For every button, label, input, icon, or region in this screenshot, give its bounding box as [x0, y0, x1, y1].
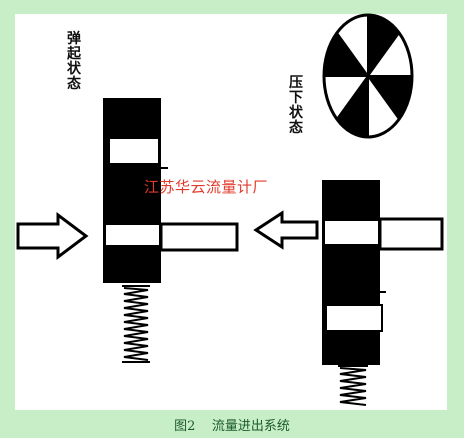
pressed-state-label: 压下状态	[289, 75, 303, 136]
left-spring	[122, 285, 150, 363]
right-valve-body	[322, 180, 380, 365]
figure-caption: 图2 流量进出系统	[174, 419, 290, 434]
right-valve-lower-window	[325, 304, 383, 332]
raised-state-label: 弹起状态	[67, 31, 81, 92]
left-inlet-arrow	[16, 212, 89, 260]
left-valve-lower-window	[104, 223, 161, 247]
middle-flow-arrow	[253, 210, 319, 250]
right-valve-upper-window	[323, 219, 380, 246]
watermark-text: 江苏华云流量计厂	[144, 178, 269, 196]
left-valve-body	[103, 98, 161, 283]
flow-wheel	[322, 13, 414, 139]
right-outlet-channel	[378, 217, 444, 251]
right-spring	[338, 365, 368, 406]
left-outlet-channel	[159, 222, 239, 252]
left-valve-upper-window	[108, 137, 160, 165]
